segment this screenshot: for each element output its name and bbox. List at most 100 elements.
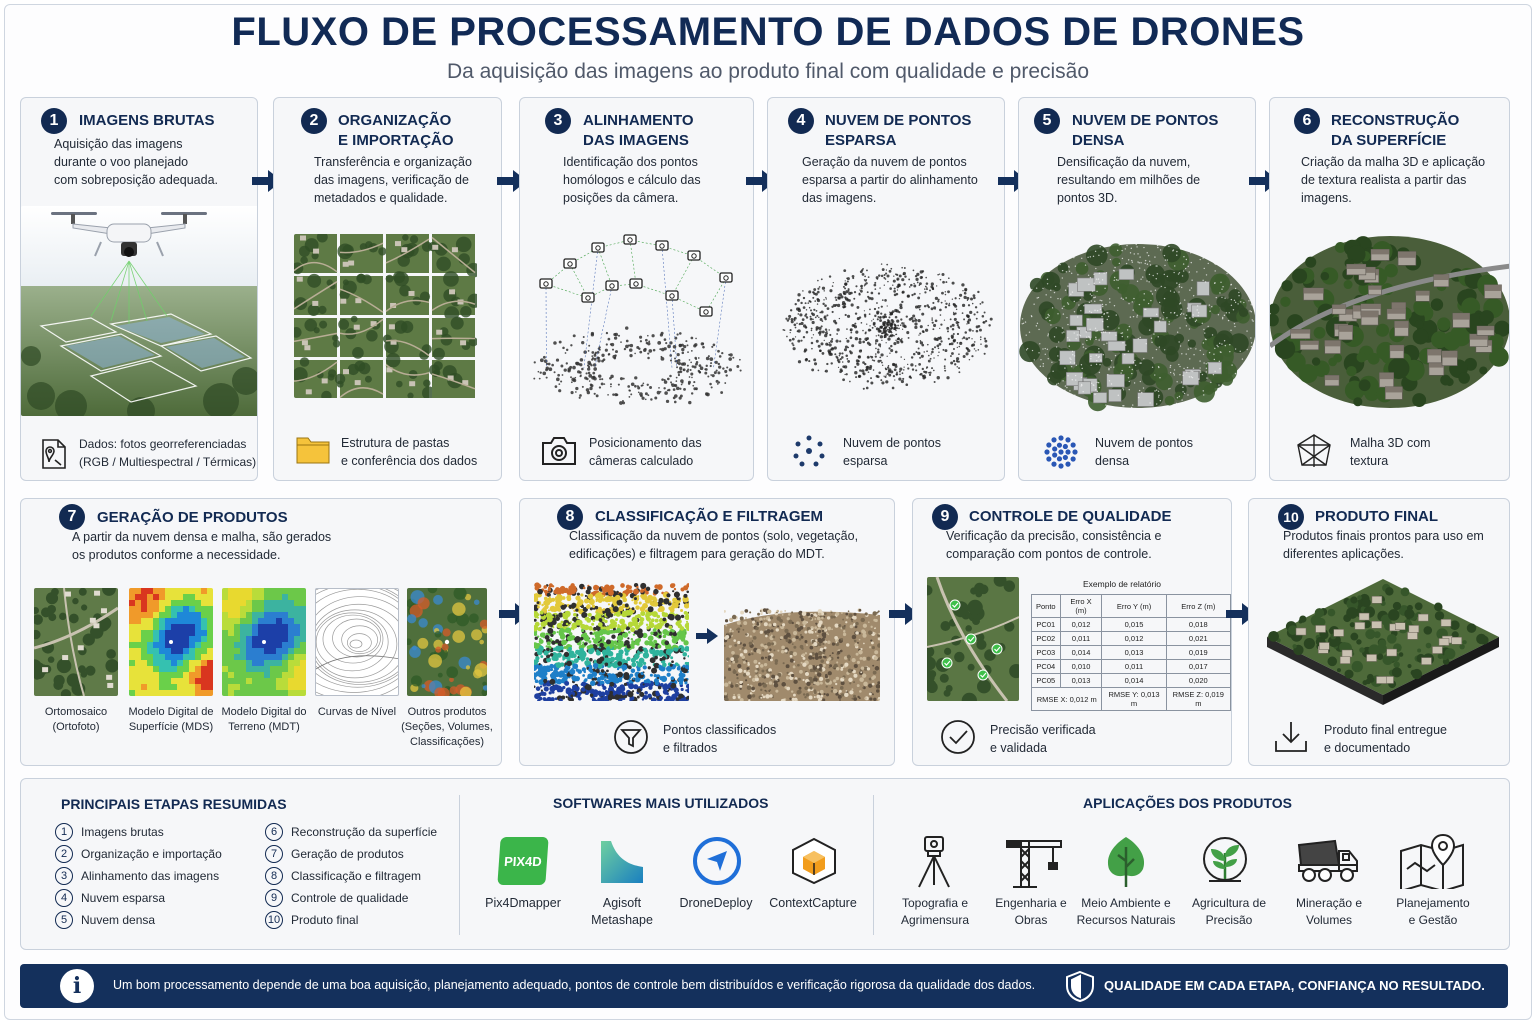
step-description: Verificação da precisão, consistência e … <box>946 529 1162 561</box>
camera-icon <box>541 434 577 471</box>
step-number: 9 <box>932 504 958 530</box>
summary-list-label: Nuvem esparsa <box>81 891 166 905</box>
checkpoint-map-image <box>927 577 1019 701</box>
step-title: IMAGENS BRUTAS <box>79 112 215 129</box>
application-label: Topografia e Agrimensura <box>900 896 970 927</box>
download-icon <box>1273 719 1309 760</box>
report-cell: PC02 <box>1031 631 1061 646</box>
drone-survey-image <box>21 206 257 416</box>
product-mds-image <box>129 588 213 696</box>
summary-heading: PRINCIPAIS ETAPAS RESUMIDAS <box>61 796 287 812</box>
step-description: Transferência e organização das imagens,… <box>314 155 472 205</box>
step-description: Classificação da nuvem de pontos (solo, … <box>569 529 859 561</box>
step-number: 3 <box>545 108 571 134</box>
summary-list-label: Geração de produtos <box>291 847 404 861</box>
report-cell: 0,014 <box>1101 673 1167 688</box>
step-card-6: 6 RECONSTRUÇÃO DA SUPERFÍCIE Criação da … <box>1269 97 1510 481</box>
step-number: 1 <box>41 108 67 134</box>
application-label: Agricultura de Precisão <box>1191 896 1267 927</box>
folder-icon <box>296 434 330 469</box>
software-label: DroneDeploy <box>679 896 753 910</box>
step-number: 5 <box>1034 108 1060 134</box>
report-cell: PC03 <box>1031 645 1061 660</box>
pix4d-logo: PIX4D <box>497 837 549 885</box>
product-caption: Outros produtos (Seções, Volumes, Classi… <box>401 706 493 748</box>
dense-cloud-icon <box>1043 434 1079 475</box>
step-card-9: 9 CONTROLE DE QUALIDADE Verificação da p… <box>912 498 1232 766</box>
step-output-note: Produto final entregue e documentado <box>1324 723 1448 755</box>
step-number: 2 <box>301 108 327 134</box>
step-title: PRODUTO FINAL <box>1315 508 1439 525</box>
report-cell: 0,012 <box>1059 617 1103 632</box>
report-cell: 0,010 <box>1059 659 1103 674</box>
report-header-cell: Erro X (m) <box>1059 594 1103 618</box>
report-cell: PC04 <box>1031 659 1061 674</box>
step-number: 8 <box>557 504 583 530</box>
check-circle-icon <box>940 719 976 760</box>
footer-bar: i Um bom processamento depende de uma bo… <box>20 964 1508 1008</box>
crane-icon <box>1005 835 1063 894</box>
rmse-cell: RMSE Z: 0,019 m <box>1165 687 1231 711</box>
step-card-10: 10 PRODUTO FINAL Produtos finais prontos… <box>1248 498 1510 766</box>
application-label: Engenharia e Obras <box>995 896 1067 927</box>
report-header-cell: Erro Z (m) <box>1165 594 1231 618</box>
step-number-ring: 5 <box>55 911 73 929</box>
step-number: 7 <box>59 504 85 530</box>
divider <box>873 795 874 935</box>
summary-list-label: Alinhamento das imagens <box>81 869 220 883</box>
step-number: 4 <box>788 108 814 134</box>
step-output-note: Malha 3D com textura <box>1350 436 1431 468</box>
report-cell: 0,020 <box>1165 673 1231 688</box>
step-card-8: 8 CLASSIFICAÇÃO E FILTRAGEM Classificaçã… <box>519 498 895 766</box>
step-number: 6 <box>1294 108 1320 134</box>
report-cell: 0,012 <box>1101 631 1167 646</box>
report-cell: PC05 <box>1031 673 1061 688</box>
step-output-note: Nuvem de pontos esparsa <box>843 436 941 468</box>
plant-icon <box>1201 835 1249 894</box>
info-icon: i <box>60 969 94 1003</box>
step-title: ALINHAMENTO DAS IMAGENS <box>583 112 694 149</box>
step-title: NUVEM DE PONTOS ESPARSA <box>825 112 972 149</box>
step-card-5: 5 NUVEM DE PONTOS DENSA Densificação da … <box>1018 97 1256 481</box>
step-number-ring: 7 <box>265 845 283 863</box>
summary-list-label: Classificação e filtragem <box>291 869 422 883</box>
summary-list-label: Produto final <box>291 913 359 927</box>
step-title: NUVEM DE PONTOS DENSA <box>1072 112 1219 149</box>
report-cell: 0,014 <box>1059 645 1103 660</box>
report-header-cell: Erro Y (m) <box>1101 594 1167 618</box>
report-cell: 0,017 <box>1165 659 1231 674</box>
product-caption: Ortomosaico (Ortofoto) <box>44 706 108 733</box>
product-contour-image <box>315 588 399 696</box>
flow-arrow <box>696 628 718 644</box>
agisoft-logo <box>599 839 645 890</box>
step-description: Aquisição das imagens durante o voo plan… <box>54 137 219 187</box>
step-number: 10 <box>1278 504 1304 530</box>
report-cell: 0,011 <box>1059 631 1103 646</box>
dense-point-cloud-graphic <box>1019 226 1255 416</box>
step-description: Produtos finais prontos para uso em dife… <box>1283 529 1484 561</box>
software-heading: SOFTWARES MAIS UTILIZADOS <box>553 795 769 811</box>
step-title: CLASSIFICAÇÃO E FILTRAGEM <box>595 508 824 525</box>
summary-list-label: Controle de qualidade <box>291 891 409 905</box>
step-number-ring: 1 <box>55 823 73 841</box>
step-card-1: 1 IMAGENS BRUTAS Aquisição das imagens d… <box>20 97 258 481</box>
report-cell: 0,013 <box>1059 673 1103 688</box>
footer-note: Um bom processamento depende de uma boa … <box>113 978 1036 992</box>
applications-heading: APLICAÇÕES DOS PRODUTOS <box>1083 795 1292 811</box>
step-title: ORGANIZAÇÃO E IMPORTAÇÃO <box>338 112 454 149</box>
step-number-ring: 6 <box>265 823 283 841</box>
drone-icon <box>51 212 207 257</box>
total-station-icon <box>911 835 957 894</box>
camera-alignment-graphic <box>530 228 745 418</box>
summary-list-label: Nuvem densa <box>81 913 156 927</box>
step-title: CONTROLE DE QUALIDADE <box>969 508 1172 525</box>
